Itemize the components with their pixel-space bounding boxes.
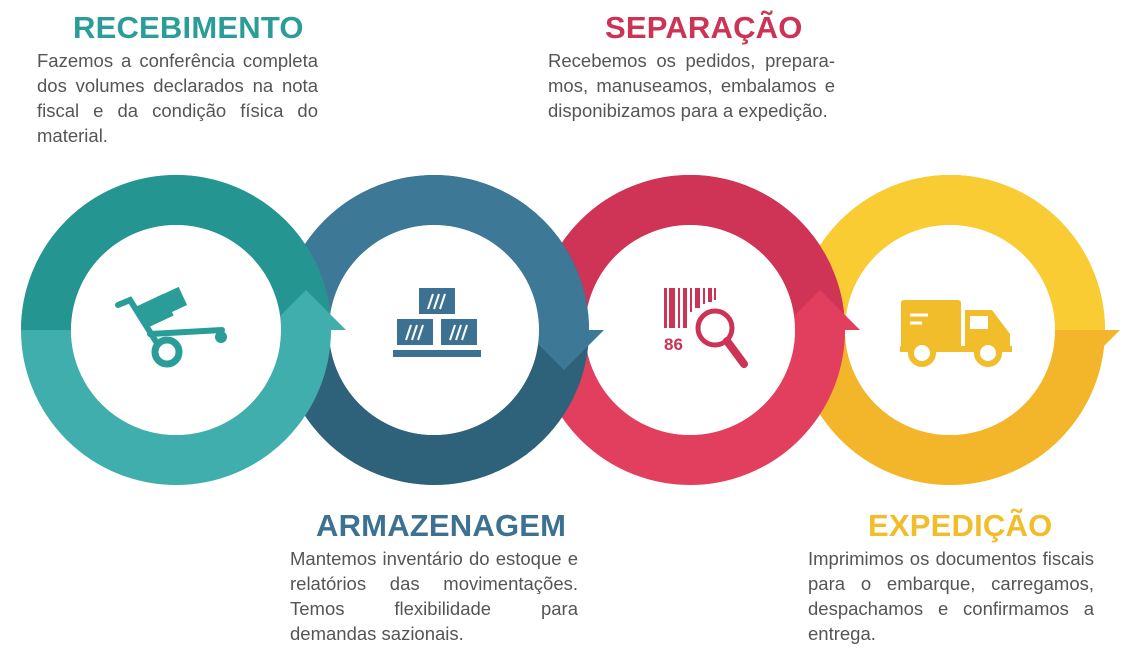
expedicao-arrow-head — [1040, 330, 1120, 370]
armazenagem-description: Mantemos inventário do estoque e relatór… — [290, 548, 578, 644]
delivery-truck-icon — [900, 300, 1012, 367]
barcode-number: 86 — [664, 335, 683, 354]
separacao-arrow-head — [780, 290, 860, 330]
recebimento-block: RECEBIMENTO Fazemos a conferência comple… — [37, 10, 318, 148]
armazenagem-block: ARMAZENAGEM Mantemos inventário do estoq… — [290, 508, 578, 646]
expedicao-title: EXPEDIÇÃO — [868, 508, 1053, 543]
recebimento-description: Fazemos a conferência completa dos volum… — [37, 50, 318, 146]
separacao-block: SEPARAÇÃO Recebemos os pedidos, prepara-… — [548, 10, 835, 123]
barcode-magnifier-icon: 86 — [664, 288, 748, 368]
expedicao-description: Imprimimos os documentos fiscais para o … — [808, 548, 1094, 644]
stacked-boxes-icon — [393, 288, 481, 357]
recebimento-arrow-head — [266, 290, 346, 330]
expedicao-block: EXPEDIÇÃO Imprimimos os documentos fisca… — [808, 508, 1094, 646]
recebimento-title: RECEBIMENTO — [73, 10, 304, 45]
separacao-title: SEPARAÇÃO — [605, 10, 803, 45]
armazenagem-title: ARMAZENAGEM — [316, 508, 567, 543]
separacao-description: Recebemos os pedidos, prepara-mos, manus… — [548, 50, 835, 121]
recebimento-ring — [21, 175, 346, 485]
hand-truck-icon — [115, 286, 227, 368]
armazenagem-arrow-head — [524, 330, 604, 370]
